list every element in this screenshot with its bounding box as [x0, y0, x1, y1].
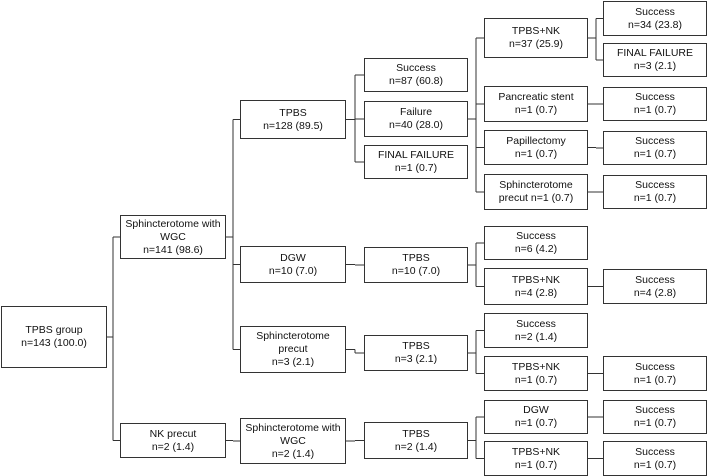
node-count: n=1 (0.7) [633, 104, 677, 116]
node-count: n=4 (2.8) [514, 286, 558, 299]
node-count: n=2 (1.4) [514, 330, 558, 343]
node-count: n=128 (89.5) [263, 119, 323, 132]
node-label: TPBS [402, 252, 430, 264]
node-label: Papillectomy [506, 134, 566, 147]
node-label: TPBS+NK [511, 360, 561, 373]
node-label: Sphincterotome [499, 179, 573, 191]
node-count: n=1 (0.7) [514, 458, 558, 471]
node-label: TPBS group [25, 324, 83, 336]
node-count: n=4 (2.8) [633, 286, 677, 299]
node-label: Failure [399, 106, 433, 118]
node-count: n=1 (0.7) [514, 417, 558, 429]
node-count: n=34 (23.8) [628, 18, 682, 31]
node-count: n=1 (0.7) [514, 104, 558, 116]
node-label: TPBS [402, 427, 430, 440]
node-count: n=1 (0.7) [514, 147, 558, 160]
node-label: FINAL FAILURE [616, 47, 694, 59]
node-label: TPBS [279, 106, 307, 119]
node-label: Success [635, 273, 675, 286]
node-count: n=10 (7.0) [268, 264, 318, 277]
node-count: n=1 (0.7) [633, 458, 677, 471]
node-label: Success [635, 404, 675, 416]
node-label: Success [635, 360, 675, 373]
node-count: precut n=1 (0.7) [498, 192, 574, 204]
node-count: n=2 (1.4) [271, 447, 315, 460]
node-label: FINAL FAILURE [377, 149, 455, 161]
node-count: n=10 (7.0) [391, 265, 441, 277]
node-count: n=1 (0.7) [633, 417, 677, 429]
node-label: Success [635, 179, 675, 191]
node-count: n=1 (0.7) [633, 192, 677, 204]
node-count: n=143 (100.0) [21, 337, 87, 349]
node-count: n=1 (0.7) [514, 373, 558, 386]
node-label: DGW [280, 251, 306, 264]
node-label: TPBS [402, 340, 430, 352]
node-count: n=1 (0.7) [633, 373, 677, 386]
node-count: n=3 (2.1) [633, 60, 677, 72]
node-label: TPBS+NK [511, 445, 561, 458]
node-label: Success [635, 445, 675, 458]
node-label: Success [635, 135, 675, 147]
node-count: n=40 (28.0) [389, 119, 443, 131]
node-count: n=1 (0.7) [633, 148, 677, 160]
node-label: NK precut [149, 427, 197, 440]
node-label: DGW [523, 404, 549, 416]
node-count: n=87 (60.8) [389, 75, 443, 87]
node-label: Success [516, 317, 556, 330]
node-count: n=2 (1.4) [394, 440, 438, 453]
node-count: n=3 (2.1) [394, 353, 438, 365]
node-count: n=2 (1.4) [151, 440, 195, 453]
node-count: n=1 (0.7) [394, 162, 438, 174]
node-label: TPBS+NK [511, 273, 561, 286]
node-label: Pancreatic stent [498, 91, 574, 103]
node-count: n=141 (98.6) [143, 243, 203, 256]
node-label: Success [635, 91, 675, 103]
node-count: n=37 (25.9) [509, 38, 563, 50]
node-label: Success [516, 230, 556, 242]
node-label: Sphincterotome precut [256, 330, 330, 355]
node-count: n=6 (4.2) [514, 243, 558, 255]
node-label: Sphincterotome with WGC [125, 217, 221, 243]
node-label: Success [635, 5, 675, 18]
node-label: Sphincterotome with WGC [245, 421, 341, 447]
node-label: TPBS+NK [511, 25, 561, 37]
node-label: Success [396, 62, 436, 74]
node-count: n=3 (2.1) [271, 356, 315, 368]
